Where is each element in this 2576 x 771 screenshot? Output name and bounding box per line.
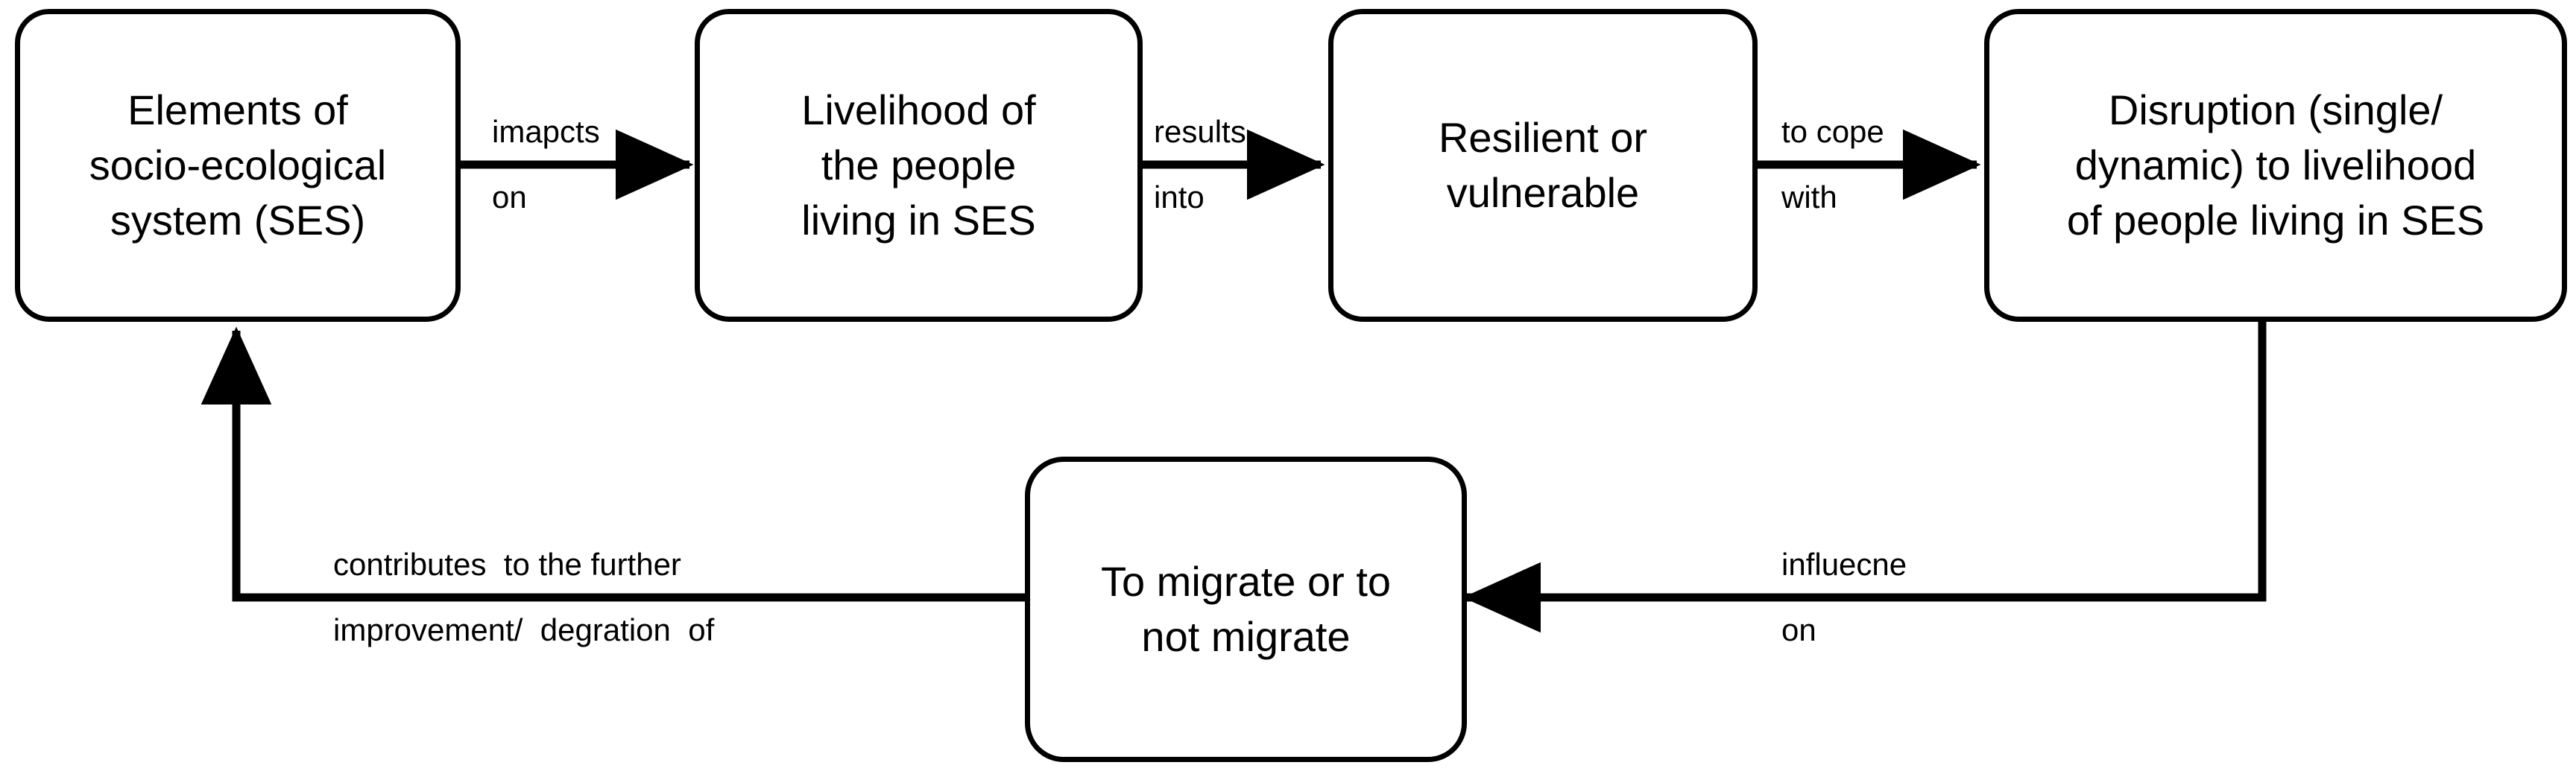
connector-disruption-to-migrate [1462,322,2267,633]
edge-label-influence-bottom: on [1781,612,1816,647]
edge-label-impacts-top: imapcts [492,114,600,149]
edge-label-contributes-bottom: improvement/ degration of [333,612,715,647]
edge-label-cope-top: to cope [1781,114,1884,149]
node-livelihood[interactable]: Livelihood of the people living in SES [695,9,1143,322]
node-ses-elements-label: Elements of socio-ecological system (SES… [89,86,387,244]
edge-label-impacts-bottom: on [492,180,527,215]
edge-label-influence-top: influecne [1781,547,1907,582]
node-resilient-vulnerable[interactable]: Resilient or vulnerable [1328,9,1758,322]
node-migrate-decision[interactable]: To migrate or to not migrate [1025,457,1467,762]
node-livelihood-label: Livelihood of the people living in SES [801,86,1036,244]
edge-label-results-bottom: into [1154,180,1205,215]
connector-migrate-to-ses [201,326,1027,602]
node-resilient-vulnerable-label: Resilient or vulnerable [1438,114,1648,216]
edge-label-contributes-top: contributes to the further [333,547,681,582]
edge-label-cope-bottom: with [1781,180,1837,215]
node-ses-elements[interactable]: Elements of socio-ecological system (SES… [15,9,461,322]
node-disruption-label: Disruption (single/ dynamic) to liveliho… [2066,86,2485,244]
edge-label-results-top: results [1154,114,1246,149]
node-migrate-decision-label: To migrate or to not migrate [1100,558,1392,660]
node-disruption[interactable]: Disruption (single/ dynamic) to liveliho… [1984,9,2567,322]
